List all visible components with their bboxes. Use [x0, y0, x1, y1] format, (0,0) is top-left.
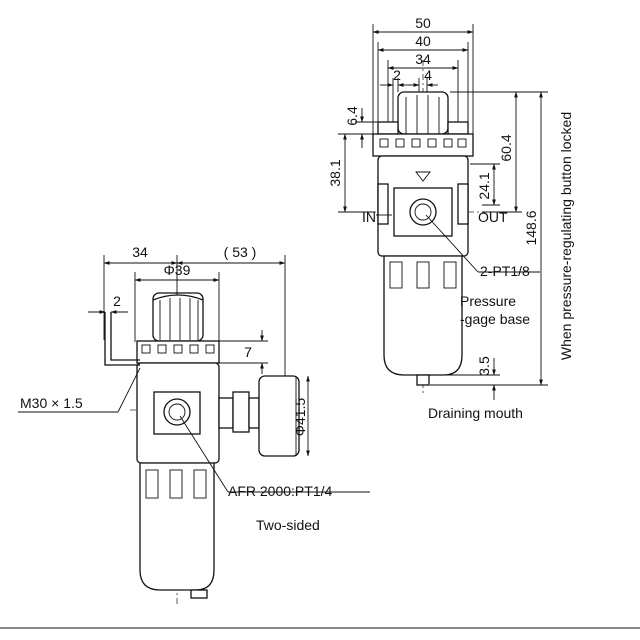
adjusting-knob — [152, 292, 204, 342]
thread-callout: M30 × 1.5 — [18, 367, 141, 413]
port-label: AFR 2000:PT1/4 — [228, 483, 332, 499]
pressure-gage-label: Pressure — [460, 293, 516, 309]
dim-34: 34 — [103, 244, 178, 340]
r-dim-2: 2 — [380, 67, 411, 122]
r-dim-24-1-label: 24.1 — [476, 172, 492, 199]
left-view: 34 ( 53 ) Φ39 2 7 — [18, 244, 370, 605]
port-callout: AFR 2000:PT1/4 — [179, 415, 370, 499]
dim-dia-39: Φ39 — [134, 262, 220, 342]
r-dim-4: 4 — [408, 67, 438, 92]
r-dim-6-4-label: 6.4 — [344, 106, 360, 126]
r-dim-148-6-label: 148.6 — [523, 210, 539, 245]
locked-note: When pressure-regulating button locked — [558, 112, 574, 360]
r-dim-24-1: 24.1 — [470, 163, 500, 206]
r-dim-34-label: 34 — [415, 51, 431, 67]
dim-dia-39-label: Φ39 — [164, 262, 191, 278]
r-dim-60-4-label: 60.4 — [498, 134, 514, 161]
dim-7: 7 — [219, 330, 268, 374]
r-regulator-body — [377, 155, 469, 257]
pressure-gage-label-2: -gage base — [460, 311, 530, 327]
dim-53-label: ( 53 ) — [224, 244, 257, 260]
lock-nut — [136, 340, 220, 364]
dim-dia-41-5: Φ41.5 — [292, 375, 310, 457]
dim-2-lever: 2 — [88, 293, 140, 366]
r-dim-3-5-label: 3.5 — [476, 356, 492, 376]
dim-53: ( 53 ) — [176, 244, 286, 376]
r-dim-34: 34 — [387, 51, 459, 122]
r-port-label: 2-PT1/8 — [480, 263, 530, 279]
out-label: OUT — [478, 209, 508, 225]
dim-34-label: 34 — [132, 244, 148, 260]
right-view: 50 40 34 2 4 — [327, 15, 574, 421]
draining-label: Draining mouth — [428, 405, 523, 421]
gauge-fitting — [218, 375, 300, 457]
in-label: IN — [362, 209, 376, 225]
r-filter-bowl — [383, 255, 463, 386]
r-dim-38-1-label: 38.1 — [327, 159, 343, 186]
r-dim-50: 50 — [372, 15, 474, 134]
two-sided-caption: Two-sided — [256, 517, 320, 533]
dim-2-label: 2 — [113, 293, 121, 309]
r-dim-40: 40 — [377, 33, 469, 122]
r-adjusting-knob — [377, 91, 469, 135]
r-dim-40-label: 40 — [415, 33, 431, 49]
regulator-body — [136, 362, 220, 464]
dim-7-label: 7 — [244, 344, 252, 360]
r-dim-2-label: 2 — [393, 67, 401, 83]
r-dim-3-5: 3.5 — [430, 356, 500, 400]
dim-dia-41-5-label: Φ41.5 — [292, 398, 308, 437]
r-lock-nut — [372, 133, 474, 157]
thread-label: M30 × 1.5 — [20, 395, 83, 411]
filter-bowl — [139, 462, 215, 599]
r-dim-4-label: 4 — [424, 67, 432, 83]
r-dim-50-label: 50 — [415, 15, 431, 31]
r-dim-38-1: 38.1 — [327, 133, 375, 213]
r-port-callout: 2-PT1/8 — [425, 214, 540, 279]
